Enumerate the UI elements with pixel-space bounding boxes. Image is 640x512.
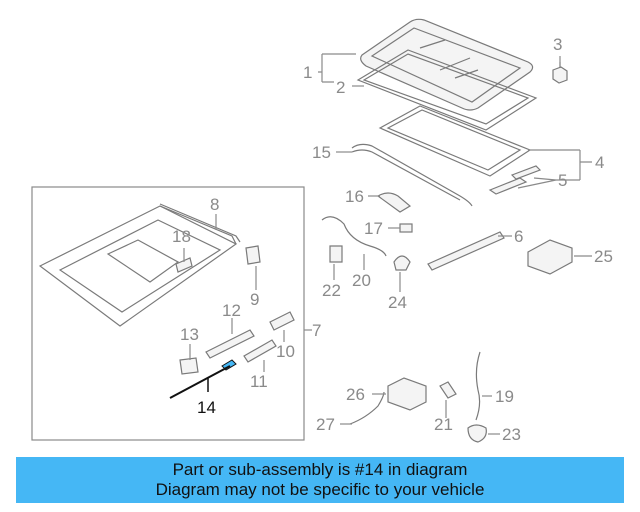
bolt (552, 62, 568, 84)
banner-line-1: Part or sub-assembly is #14 in diagram (172, 460, 468, 479)
label-19: 19 (495, 387, 514, 406)
deflector-15 (351, 143, 473, 207)
label-16: 16 (345, 187, 364, 206)
label-5: 5 (558, 171, 567, 190)
label-3: 3 (553, 35, 562, 54)
label-22: 22 (322, 281, 341, 300)
weather-seal (356, 49, 538, 131)
part-16 (376, 192, 412, 213)
part-27 (349, 391, 385, 425)
label-20: 20 (352, 271, 371, 290)
part-17 (399, 223, 413, 233)
banner-line-2: Diagram may not be specific to your vehi… (155, 480, 485, 499)
label-12: 12 (222, 301, 241, 320)
part-10 (269, 311, 295, 331)
sub-assembly-frame (38, 205, 238, 327)
label-21: 21 (434, 415, 453, 434)
label-25: 25 (594, 247, 613, 266)
label-14: 14 (197, 398, 216, 417)
part-13 (179, 357, 199, 375)
clip-22 (329, 245, 343, 263)
part-12 (205, 329, 255, 359)
label-7: 7 (312, 321, 321, 340)
label-24: 24 (388, 293, 407, 312)
label-10: 10 (276, 342, 295, 361)
part-24 (393, 255, 411, 271)
label-13: 13 (180, 325, 199, 344)
part-18 (175, 257, 193, 273)
label-4: 4 (595, 153, 604, 172)
label-1: 1 (303, 63, 312, 82)
module-25 (527, 239, 573, 275)
part-21 (439, 381, 457, 399)
label-17: 17 (364, 219, 383, 238)
label-23: 23 (502, 425, 521, 444)
part-8 (159, 203, 241, 243)
label-8: 8 (210, 195, 219, 214)
part-11 (243, 339, 277, 363)
label-18: 18 (172, 227, 191, 246)
part-19 (475, 351, 481, 421)
label-15: 15 (312, 143, 331, 162)
part-23 (467, 424, 487, 443)
label-6: 6 (514, 227, 523, 246)
leader-lines (169, 53, 592, 435)
label-11: 11 (250, 372, 268, 391)
label-26: 26 (346, 385, 365, 404)
cable-20 (321, 216, 387, 257)
part-26 (387, 377, 427, 411)
label-2: 2 (336, 78, 345, 97)
part-9 (245, 245, 261, 265)
bracket-5 (488, 165, 542, 195)
sub-assembly-box (31, 186, 305, 441)
rail-6 (427, 231, 505, 271)
parts-diagram: 1 2 3 4 5 6 7 8 9 10 11 12 13 14 15 16 1… (31, 18, 613, 444)
label-27: 27 (316, 415, 335, 434)
info-banner: Part or sub-assembly is #14 in diagram D… (16, 457, 624, 503)
label-9: 9 (250, 290, 259, 309)
